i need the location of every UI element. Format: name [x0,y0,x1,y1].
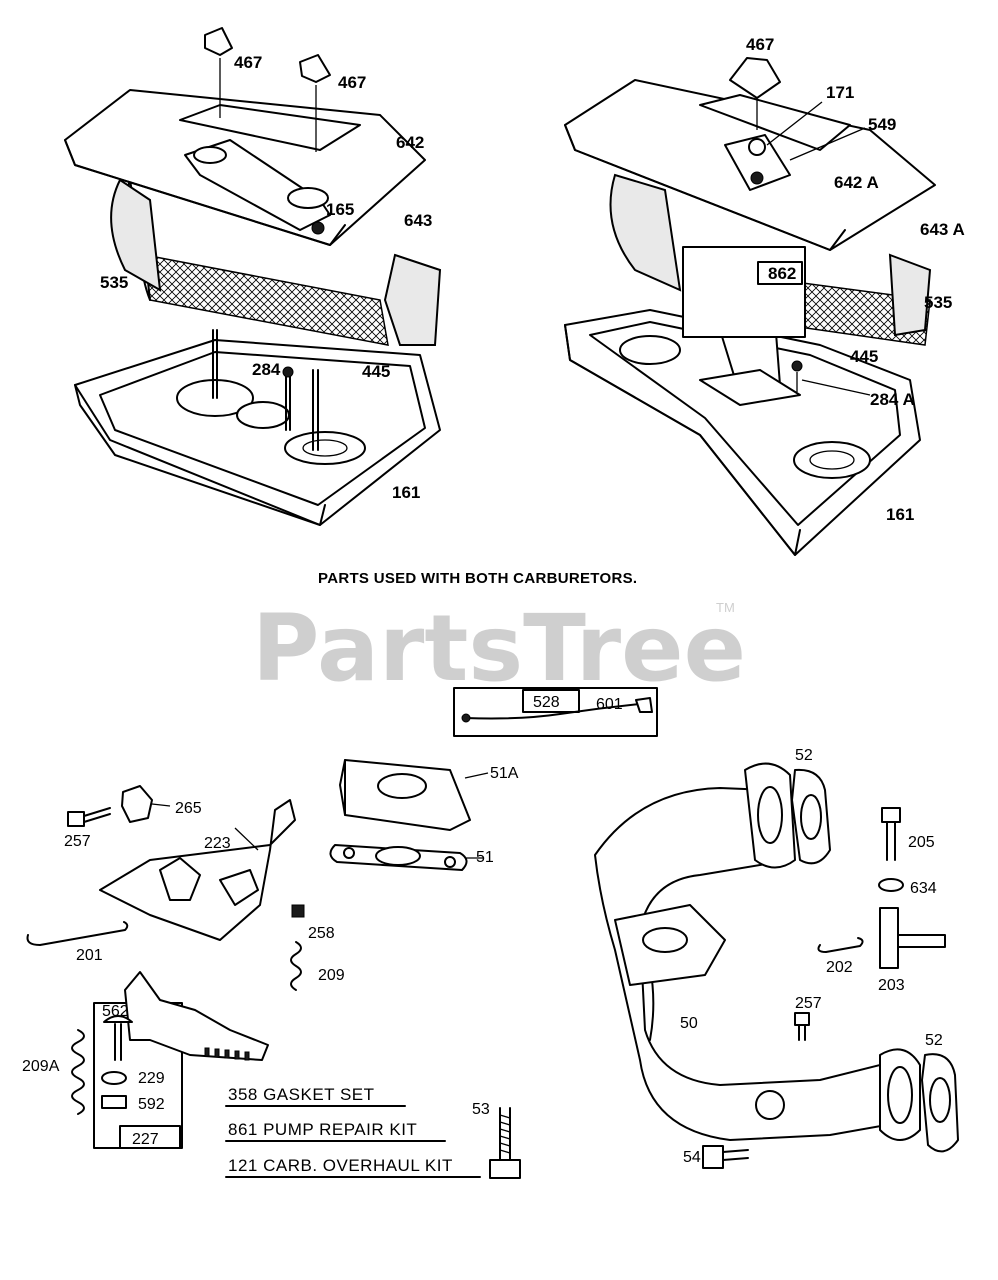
spacer-gasket: 51A 51 [329,759,519,871]
watermark: PartsTree TM [252,595,746,702]
svg-text:535: 535 [100,273,128,292]
svg-text:171: 171 [826,83,854,102]
svg-text:TM: TM [716,600,735,615]
svg-text:642 A: 642 A [834,173,879,192]
kit-carb-overhaul: 121 CARB. OVERHAUL KIT [228,1156,453,1175]
svg-text:229: 229 [138,1070,165,1087]
svg-text:601: 601 [596,696,623,713]
svg-text:51: 51 [476,849,494,866]
svg-text:203: 203 [878,977,905,994]
fuel-line-box: 528 601 [453,687,658,737]
svg-text:PartsTree: PartsTree [252,595,746,702]
svg-text:205: 205 [908,834,935,851]
svg-text:467: 467 [234,53,262,72]
svg-text:643: 643 [404,211,432,230]
svg-text:265: 265 [175,800,202,817]
governor-linkage: 265 257 223 201 258 209 562 209A 229 592… [22,785,345,1149]
svg-text:209A: 209A [22,1058,60,1075]
svg-text:161: 161 [886,505,914,524]
kit-gasket-set: 358 GASKET SET [228,1085,375,1104]
svg-text:467: 467 [338,73,366,92]
svg-text:445: 445 [850,347,878,366]
slot-holes [204,1047,250,1061]
air-cleaner-right: 467 171 549 642 A 643 A 862 535 445 284 … [564,35,965,556]
svg-text:202: 202 [826,959,853,976]
kit-list: 358 GASKET SET 861 PUMP REPAIR KIT 121 C… [225,1085,481,1178]
svg-text:53: 53 [472,1101,490,1118]
svg-text:535: 535 [924,293,952,312]
svg-text:445: 445 [362,362,390,381]
svg-text:643 A: 643 A [920,220,965,239]
svg-text:528: 528 [533,694,560,711]
svg-text:201: 201 [76,947,103,964]
intake-manifold: 52 205 634 202 203 257 50 52 54 [594,747,959,1169]
svg-text:258: 258 [308,925,335,942]
svg-text:165: 165 [326,200,354,219]
svg-text:549: 549 [868,115,896,134]
svg-text:257: 257 [64,833,91,850]
svg-text:54: 54 [683,1149,701,1166]
svg-text:223: 223 [204,835,231,852]
svg-text:284: 284 [252,360,281,379]
svg-text:862: 862 [768,264,796,283]
svg-text:227: 227 [132,1131,159,1148]
svg-text:52: 52 [925,1032,943,1049]
svg-text:284 A: 284 A [870,390,915,409]
svg-text:257: 257 [795,995,822,1012]
svg-text:51A: 51A [490,765,519,782]
bolt-53: 53 [472,1101,521,1179]
svg-text:467: 467 [746,35,774,54]
svg-text:50: 50 [680,1015,698,1032]
svg-text:161: 161 [392,483,420,502]
svg-text:592: 592 [138,1096,165,1113]
section-heading: PARTS USED WITH BOTH CARBURETORS. [318,570,637,587]
svg-text:562: 562 [102,1003,129,1020]
svg-text:642: 642 [396,133,424,152]
air-cleaner-left: 467 467 642 165 643 535 284 445 161 [64,27,442,526]
svg-text:52: 52 [795,747,813,764]
svg-text:209: 209 [318,967,345,984]
svg-text:634: 634 [910,880,937,897]
kit-pump-repair: 861 PUMP REPAIR KIT [228,1120,417,1139]
